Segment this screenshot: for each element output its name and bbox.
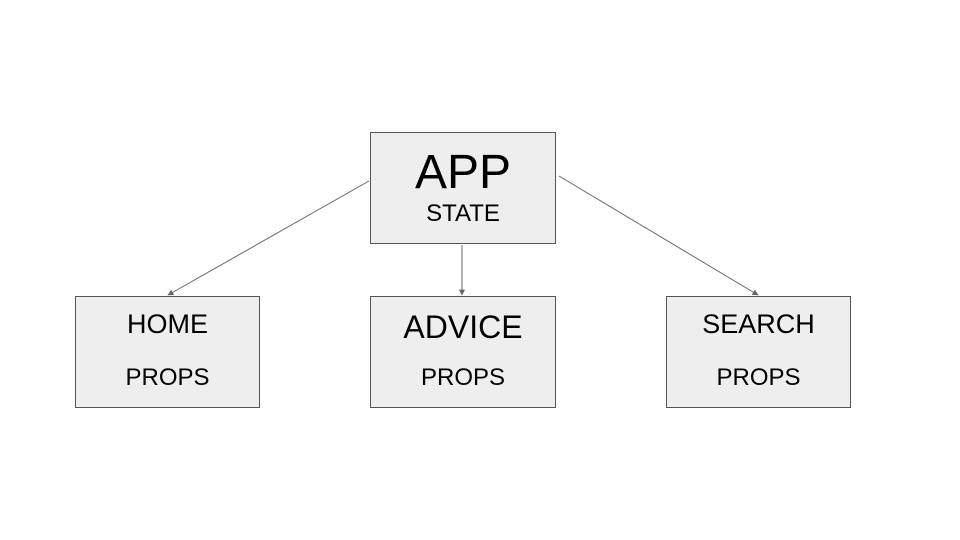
app-node: APP STATE (370, 132, 556, 244)
advice-node-title: ADVICE (403, 309, 523, 345)
edge-app-to-search (558, 175, 759, 296)
home-node: HOME PROPS (75, 296, 260, 408)
search-node-subtitle: PROPS (716, 364, 801, 391)
home-node-title: HOME (127, 309, 208, 339)
advice-node-subtitle: PROPS (420, 364, 506, 391)
app-node-title: APP (414, 146, 512, 199)
home-node-subtitle: PROPS (125, 364, 210, 391)
search-node: SEARCH PROPS (666, 296, 851, 408)
edge-app-to-home (167, 180, 370, 296)
advice-node: ADVICE PROPS (370, 296, 556, 408)
search-node-title: SEARCH (702, 309, 815, 339)
app-node-subtitle: STATE (426, 200, 500, 227)
